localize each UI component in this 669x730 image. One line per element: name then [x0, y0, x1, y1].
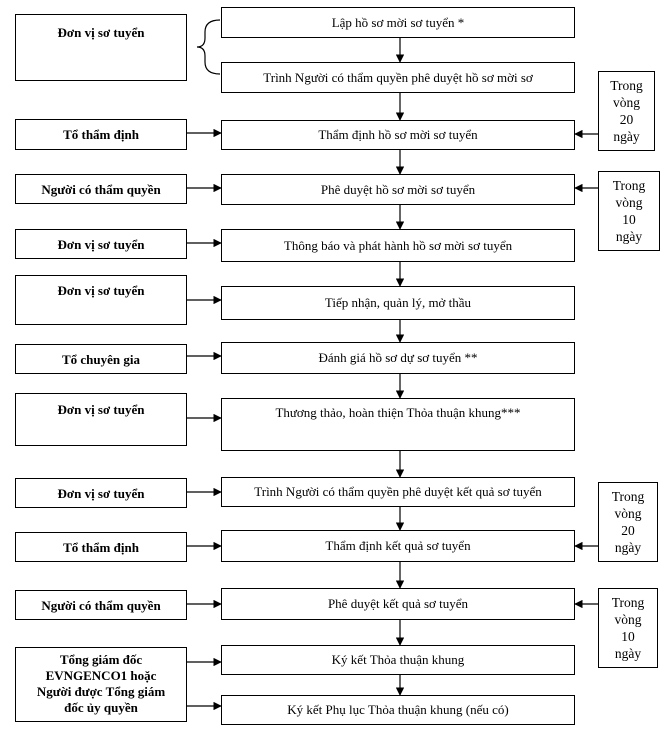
responsible-label: Tổ chuyên gia — [61, 352, 140, 367]
responsible-box: Đơn vị sơ tuyển — [15, 393, 187, 446]
responsible-box: Tổ thẩm định — [15, 532, 187, 562]
process-step: Thông báo và phát hành hồ sơ mời sơ tuyể… — [221, 229, 575, 262]
responsible-label: Người được Tổng giám — [36, 684, 166, 699]
process-step: Thương thảo, hoàn thiện Thỏa thuận khung… — [221, 398, 575, 451]
responsible-label: Người có thẩm quyền — [41, 182, 161, 197]
step-label: Thẩm định hồ sơ mời sơ tuyển — [318, 127, 478, 142]
responsible-label: Tổ thẩm định — [63, 127, 139, 142]
process-step: Lập hồ sơ mời sơ tuyển * — [221, 7, 575, 38]
step-label: Thông báo và phát hành hồ sơ mời sơ tuyể… — [283, 237, 513, 253]
timeframe-box: Trong vòng 10 ngày — [598, 171, 660, 251]
step-label: Đánh giá hồ sơ dự sơ tuyển ** — [318, 350, 478, 365]
step-label: Ký kết Thỏa thuận khung — [331, 652, 465, 667]
responsible-label: Đơn vị sơ tuyển — [57, 283, 145, 298]
timeframe-text: vòng — [615, 195, 643, 210]
step-label: Thẩm định kết quả sơ tuyển — [325, 538, 471, 553]
responsible-box: Đơn vị sơ tuyển — [15, 229, 187, 259]
step-label: Tiếp nhận, quản lý, mở thầu — [324, 295, 472, 310]
responsible-box: Đơn vị sơ tuyển — [15, 478, 187, 508]
timeframe-text: ngày — [614, 540, 642, 555]
responsible-label: EVNGENCO1 hoặc — [45, 668, 157, 683]
responsible-box: Đơn vị sơ tuyển — [15, 14, 187, 81]
process-step: Ký kết Thỏa thuận khung — [221, 645, 575, 675]
timeframe-text: 20 — [621, 523, 635, 538]
process-step: Thẩm định hồ sơ mời sơ tuyển — [221, 120, 575, 150]
timeframe-box: Trong vòng 20 ngày — [598, 482, 658, 562]
step-label: Lập hồ sơ mời sơ tuyển * — [331, 14, 465, 30]
timeframe-text: 10 — [622, 212, 636, 227]
responsible-label: Đơn vị sơ tuyển — [57, 25, 145, 40]
responsible-box: Đơn vị sơ tuyển — [15, 275, 187, 325]
step-label: Phê duyệt hồ sơ mời sơ tuyển — [320, 181, 476, 197]
step-label: Phê duyệt kết quả sơ tuyển — [327, 596, 469, 611]
process-step: Trình Người có thẩm quyền phê duyệt hồ s… — [221, 62, 575, 93]
timeframe-text: ngày — [615, 229, 643, 244]
step-label: Ký kết Phụ lục Thỏa thuận khung (nếu có) — [287, 702, 509, 717]
timeframe-text: vòng — [614, 506, 642, 521]
brace-connector — [196, 19, 221, 75]
responsible-box: Người có thẩm quyền — [15, 174, 187, 204]
timeframe-text: 10 — [621, 629, 635, 644]
process-step: Ký kết Phụ lục Thỏa thuận khung (nếu có) — [221, 695, 575, 725]
process-step: Phê duyệt hồ sơ mời sơ tuyển — [221, 174, 575, 205]
responsible-label: Đơn vị sơ tuyển — [57, 402, 145, 417]
timeframe-text: 20 — [619, 112, 634, 127]
timeframe-text: ngày — [613, 129, 640, 144]
timeframe-text: vòng — [613, 95, 640, 110]
process-step: Thẩm định kết quả sơ tuyển — [221, 530, 575, 562]
responsible-box: Tổ chuyên gia — [15, 344, 187, 374]
timeframe-text: Trong — [611, 595, 645, 610]
timeframe-text: Trong — [612, 178, 646, 193]
timeframe-text: vòng — [614, 612, 642, 627]
process-step: Trình Người có thẩm quyền phê duyệt kết … — [221, 477, 575, 507]
timeframe-box: Trong vòng 10 ngày — [598, 588, 658, 668]
timeframe-text: Trong — [611, 489, 645, 504]
step-label: Trình Người có thẩm quyền phê duyệt kết … — [254, 484, 542, 499]
responsible-label: Tổ thẩm định — [63, 540, 139, 555]
process-step: Phê duyệt kết quả sơ tuyển — [221, 588, 575, 620]
responsible-label: Tổng giám đốc — [59, 652, 143, 667]
responsible-label: Đơn vị sơ tuyển — [57, 237, 145, 252]
step-label: Trình Người có thẩm quyền phê duyệt hồ s… — [263, 69, 533, 85]
responsible-box: Người có thẩm quyền — [15, 590, 187, 620]
responsible-box: Tổng giám đốc EVNGENCO1 hoặc Người được … — [15, 647, 187, 722]
responsible-label: Đơn vị sơ tuyển — [57, 486, 145, 501]
step-label: Thương thảo, hoàn thiện Thỏa thuận khung… — [275, 405, 521, 420]
timeframe-box: Trong vòng 20 ngày — [598, 71, 655, 151]
responsible-box: Tổ thẩm định — [15, 119, 187, 150]
process-step: Đánh giá hồ sơ dự sơ tuyển ** — [221, 342, 575, 374]
timeframe-text: Trong — [610, 78, 643, 93]
process-step: Tiếp nhận, quản lý, mở thầu — [221, 286, 575, 320]
timeframe-text: ngày — [614, 646, 642, 661]
responsible-label: Người có thẩm quyền — [41, 598, 161, 613]
responsible-label: đốc ủy quyền — [64, 700, 138, 715]
